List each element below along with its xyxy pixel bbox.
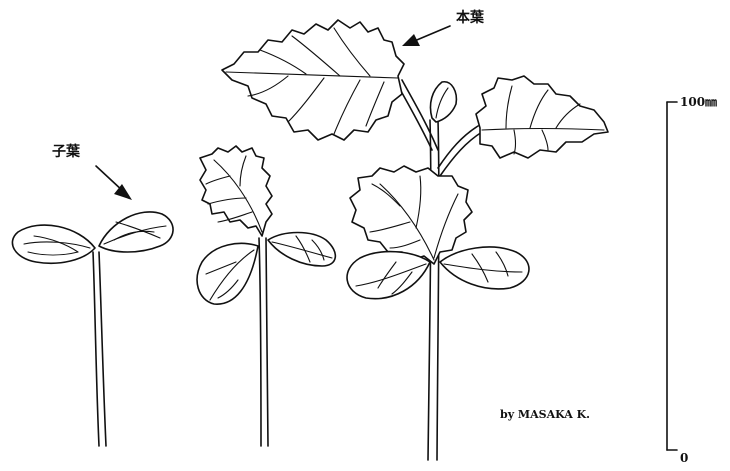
- cotyledon-label: 子葉: [52, 143, 81, 160]
- seedling-3-stem-back: [437, 120, 439, 460]
- true-leaf-arrow: [402, 26, 450, 46]
- seedling-2-left-cotyledon: [197, 243, 258, 304]
- seedling-1-right-cotyledon: [99, 212, 173, 252]
- cotyledon-arrow: [96, 166, 132, 200]
- true-leaf-label: 本葉: [456, 9, 485, 26]
- scale-top-label: 100㎜: [680, 95, 717, 109]
- seedling-3-apical-bud: [430, 82, 456, 122]
- seedling-first-leaf-stage: [197, 146, 335, 446]
- seedling-2-stem: [259, 238, 261, 446]
- seedling-cotyledon-stage: 子葉: [12, 143, 173, 446]
- seedling-1-left-cotyledon: [12, 225, 95, 263]
- seedling-2-right-cotyledon: [268, 233, 335, 267]
- seedling-3-petiole-right: [438, 126, 478, 168]
- scale-bar: 100㎜ 0: [667, 95, 717, 465]
- seedling-3-right-true-leaf: [476, 76, 608, 158]
- seedling-2-true-leaf: [200, 146, 272, 236]
- seedling-1-stem: [93, 252, 99, 446]
- seedling-3-right-cotyledon: [440, 247, 529, 289]
- artist-credit: by MASAKA K.: [500, 408, 590, 421]
- seedling-3-middle-true-leaf: [350, 166, 472, 264]
- seedling-2-stem-back: [266, 238, 268, 446]
- seedling-3-large-true-leaf: [222, 20, 404, 140]
- seedling-1-stem-back: [99, 252, 106, 446]
- seedling-3-left-cotyledon: [347, 252, 430, 299]
- scale-bottom-label: 0: [680, 451, 688, 465]
